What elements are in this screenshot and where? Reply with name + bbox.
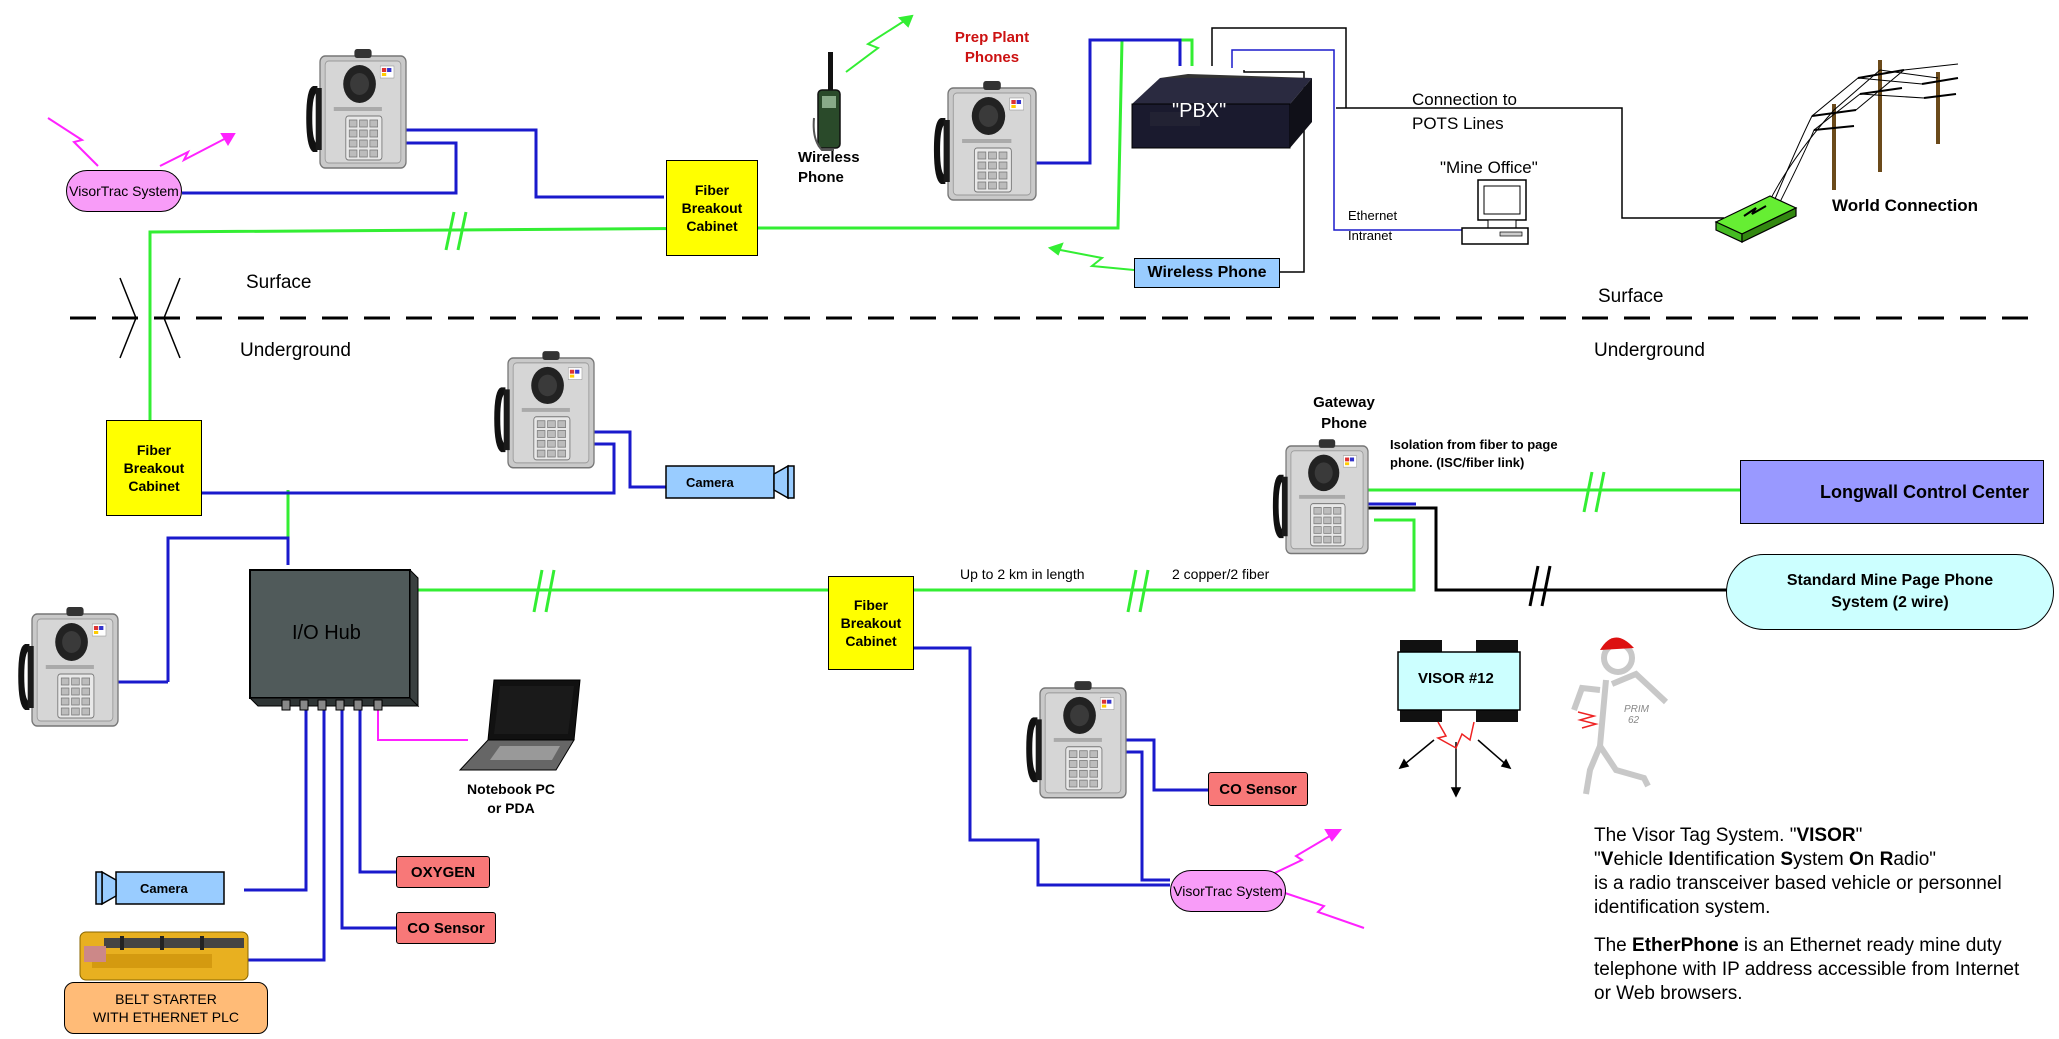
radio-signal-icon xyxy=(47,117,1365,929)
co-sensor-box-left: CO Sensor xyxy=(396,912,496,944)
copper-break-marks xyxy=(1528,565,1552,607)
io-hub-unit xyxy=(248,568,420,711)
io-hub-label: I/O Hub xyxy=(292,622,361,644)
visor-acronym-ystem: ystem xyxy=(1793,849,1849,870)
gateway-phone-label: Gateway Phone xyxy=(1313,394,1375,432)
desktop-computer-icon xyxy=(1461,179,1529,245)
mine-phone-icon xyxy=(1025,680,1127,799)
world-connection-label: World Connection xyxy=(1832,196,1979,215)
etherphone-paragraph: The EtherPhone is an Ethernet ready mine… xyxy=(1594,934,2034,1006)
belt-starter-icon xyxy=(79,931,249,981)
fiber-lines xyxy=(148,38,1742,592)
mine-phone-icon xyxy=(17,606,119,727)
connection-pots-label: Connection to POTS Lines xyxy=(1412,90,1517,133)
visor-acronym-n: n xyxy=(1863,849,1880,870)
mine-phone-icon xyxy=(933,80,1037,201)
visor-description: The Visor Tag System. "VISOR" "Vehicle I… xyxy=(1594,824,2034,1020)
distance-label: Up to 2 km in length xyxy=(960,566,1085,582)
mine-phone-icon xyxy=(493,350,595,469)
surface-label-left: Surface xyxy=(246,272,312,293)
prim-tag-label: PRIM xyxy=(1624,704,1650,715)
longwall-control-center: Longwall Control Center xyxy=(1740,460,2044,524)
notebook-line xyxy=(377,705,468,741)
visor-bold-text: VISOR xyxy=(1796,825,1856,846)
radio-signal-icon xyxy=(1047,242,1135,271)
camera-label-bottom: Camera xyxy=(140,881,188,896)
shaft-icon xyxy=(119,277,181,359)
underground-label-left: Underground xyxy=(240,340,351,361)
mine-phone-icon xyxy=(305,48,407,169)
oxygen-box: OXYGEN xyxy=(396,856,490,888)
router-icon xyxy=(1714,195,1798,243)
radio-signal-icon xyxy=(1435,721,1475,750)
radio-signal-icon xyxy=(1577,711,1599,729)
copper-lines xyxy=(118,38,1416,962)
visor-acronym-adio: adio" xyxy=(1893,849,1937,870)
surface-label-right: Surface xyxy=(1598,286,1664,307)
notebook-label: Notebook PC or PDA xyxy=(467,781,555,816)
vehicle-icon xyxy=(1397,640,1521,722)
underground-label-right: Underground xyxy=(1594,340,1705,361)
ethernet-lines xyxy=(1231,49,1462,231)
co-sensor-box-mid: CO Sensor xyxy=(1208,772,1308,806)
pbx-unit-icon xyxy=(1131,74,1312,149)
visor-rest-text: is a radio transceiver based vehicle or … xyxy=(1594,873,2002,918)
etherphone-bold-text: EtherPhone xyxy=(1632,935,1739,956)
ethernet-label: Ethernet xyxy=(1348,208,1398,223)
person-icon xyxy=(1571,641,1669,795)
fiber-breakout-cabinet-mid: Fiber Breakout Cabinet xyxy=(828,576,914,670)
copper-fiber-label: 2 copper/2 fiber xyxy=(1172,566,1270,582)
visor12-label: VISOR #12 xyxy=(1418,670,1494,687)
fiber-breakout-cabinet-left: Fiber Breakout Cabinet xyxy=(106,420,202,516)
visor-paragraph: The Visor Tag System. "VISOR" "Vehicle I… xyxy=(1594,825,2002,918)
visor-acronym-dentification: dentification xyxy=(1673,849,1781,870)
isolation-label: Isolation from fiber to page phone. (ISC… xyxy=(1390,437,1558,470)
visor-quote-text: " xyxy=(1855,825,1863,846)
ether-rest-text: is an Ethernet ready mine duty telephone… xyxy=(1594,935,2020,1004)
visortrac-system-bottom: VisorTrac System xyxy=(1170,870,1286,912)
wireless-phone-label: Wireless Phone xyxy=(798,149,860,186)
person-icon xyxy=(1600,637,1634,650)
laptop-icon xyxy=(458,679,581,771)
utility-pole-icon xyxy=(1767,60,1959,211)
page-phone-line xyxy=(1364,506,1728,592)
phone-lines xyxy=(1211,27,1724,273)
visor-acronym-o: O xyxy=(1848,849,1864,870)
visor-intro-text: The Visor Tag System. " xyxy=(1594,825,1797,846)
radio-signal-icon xyxy=(845,14,914,73)
visortrac-system-top: VisorTrac System xyxy=(66,170,182,212)
intranet-label: Intranet xyxy=(1348,228,1393,243)
visor-acronym-v: V xyxy=(1600,849,1614,870)
radio-signal-icon xyxy=(1398,739,1512,798)
camera-label-mid: Camera xyxy=(686,475,734,490)
fiber-breakout-cabinet-top: Fiber Breakout Cabinet xyxy=(666,160,758,256)
visor-acronym-i: I xyxy=(1668,849,1674,870)
visor-acronym-ehicle: ehicle xyxy=(1613,849,1669,870)
visor-acronym-s: S xyxy=(1780,849,1794,870)
prep-plant-label: Prep Plant Phones xyxy=(954,29,1030,66)
mine-office-label: "Mine Office" xyxy=(1440,158,1538,177)
wireless-phone-box: Wireless Phone xyxy=(1134,258,1280,288)
belt-starter-box: BELT STARTER WITH ETHERNET PLC xyxy=(64,982,268,1034)
pbx-label: "PBX" xyxy=(1172,100,1227,122)
ether-intro-text: The xyxy=(1594,935,1633,956)
mine-phone-icon xyxy=(1272,438,1369,555)
break-marks xyxy=(444,211,1606,613)
prim-tag-number: 62 xyxy=(1628,715,1640,726)
wireless-handset-icon xyxy=(812,52,841,151)
page-phone-system: Standard Mine Page Phone System (2 wire) xyxy=(1726,554,2054,630)
visor-acronym-r: R xyxy=(1879,849,1894,870)
